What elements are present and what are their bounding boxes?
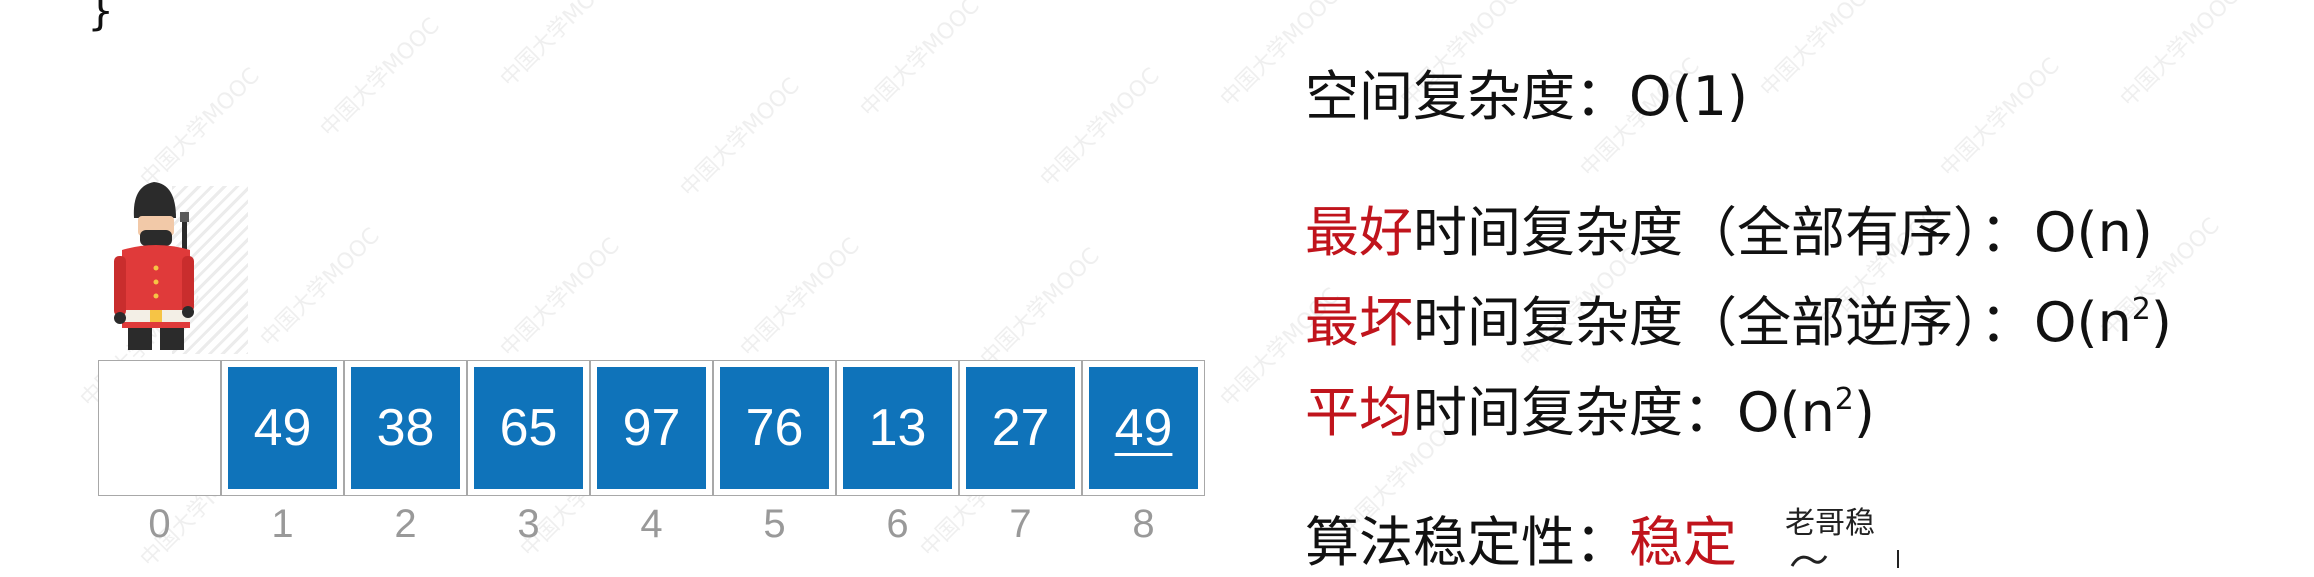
cell-value: 49: [253, 399, 312, 457]
avg-label: 平均: [1305, 381, 1413, 444]
watermark: 中国大学MOOC: [1755, 0, 1885, 103]
watermark: 中国大学MOOC: [975, 243, 1105, 373]
cell-value: 13: [868, 399, 927, 457]
cell-value: 97: [622, 399, 681, 457]
watermark: 中国大学MOOC: [1035, 63, 1165, 193]
watermark: 中国大学MOOC: [495, 233, 625, 363]
watermark: 中国大学MOOC: [495, 0, 625, 93]
cell-value: 38: [376, 399, 435, 457]
array-index: 6: [886, 502, 909, 546]
watermark: 中国大学MOOC: [675, 73, 805, 203]
handwritten-note: 老哥稳: [1785, 506, 1875, 541]
array-cell-underlined: 49: [1082, 360, 1205, 496]
doodle-icon: [1790, 550, 1899, 568]
array-index: 2: [394, 502, 417, 546]
avg-exponent: 2: [1834, 382, 1854, 417]
space-complexity: 空间复杂度：O(1): [1305, 65, 1748, 128]
array-cell: 97: [590, 360, 713, 496]
array-index: 4: [640, 502, 663, 546]
stability-value: 稳定: [1629, 511, 1737, 574]
array-index: 0: [148, 502, 171, 546]
array-cell: 13: [836, 360, 959, 496]
cell-value: 76: [745, 399, 804, 457]
watermark: 中国大学MOOC: [315, 13, 445, 143]
worst-close: ): [2150, 291, 2172, 354]
royal-guard-icon: [114, 182, 194, 350]
array-index: 3: [517, 502, 540, 546]
watermark: 中国大学MOOC: [255, 223, 385, 353]
watermark: 中国大学MOOC: [735, 233, 865, 363]
watermark: 中国大学MOOC: [2115, 0, 2245, 113]
best-text: 时间复杂度（全部有序）：O(n): [1413, 201, 2153, 264]
array-index: 7: [1009, 502, 1032, 546]
cell-value: 49: [1114, 399, 1173, 457]
array-cell: 65: [467, 360, 590, 496]
watermark: 中国大学MOOC: [855, 0, 985, 123]
best-time-complexity: 最好时间复杂度（全部有序）：O(n): [1305, 188, 2153, 267]
best-label: 最好: [1305, 201, 1413, 264]
worst-text: 时间复杂度（全部逆序）：O(n: [1413, 291, 2132, 354]
array-index: 1: [271, 502, 294, 546]
stability: 算法稳定性：稳定: [1305, 498, 1737, 577]
stability-label: 算法稳定性：: [1305, 511, 1629, 574]
avg-close: ): [1853, 381, 1875, 444]
array-index: 8: [1132, 502, 1155, 546]
watermark: 中国大学MOOC: [1935, 53, 2065, 183]
watermark: 中国大学MOOC: [135, 63, 265, 193]
array-cell: 27: [959, 360, 1082, 496]
array-cell: 76: [713, 360, 836, 496]
array-index: 5: [763, 502, 786, 546]
array-cell: 49: [221, 360, 344, 496]
worst-label: 最坏: [1305, 291, 1413, 354]
worst-exponent: 2: [2131, 292, 2151, 327]
code-closing-brace: }: [88, 0, 114, 35]
array-cell: 38: [344, 360, 467, 496]
average-time-complexity: 平均时间复杂度：O(n2): [1305, 368, 1875, 447]
cell-value: 27: [991, 399, 1050, 457]
cell-value: 65: [499, 399, 558, 457]
array-cell-sentinel: [98, 360, 221, 496]
avg-text: 时间复杂度：O(n: [1413, 381, 1835, 444]
worst-time-complexity: 最坏时间复杂度（全部逆序）：O(n2): [1305, 278, 2172, 357]
